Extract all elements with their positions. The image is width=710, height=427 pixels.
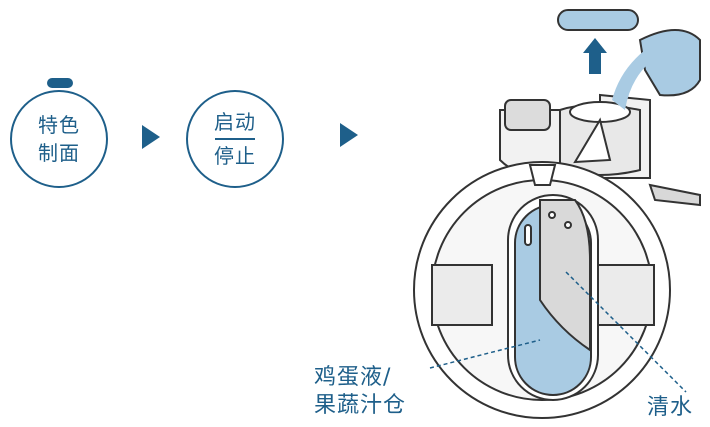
egg-label-line2: 果蔬汁仓 (314, 393, 407, 418)
step-arrow-icon (340, 123, 358, 147)
compartments (507, 194, 599, 401)
step-arrow-icon (142, 125, 160, 149)
start-stop-button[interactable]: 启动 停止 (186, 90, 284, 188)
special-button-line2: 制面 (38, 141, 80, 165)
egg-leader-line (429, 339, 541, 369)
start-button-line1: 启动 (214, 110, 256, 135)
cup-icon (612, 29, 701, 110)
egg-label-line1: 鸡蛋液/ (314, 365, 392, 390)
special-button-line1: 特色 (38, 113, 80, 137)
water-tank-label: 清水 (647, 395, 694, 420)
lid-icon (557, 9, 639, 31)
button-divider (215, 138, 255, 140)
lift-arrow-icon (583, 38, 607, 74)
water-leader-line (565, 271, 687, 393)
special-noodle-button[interactable]: 特色 制面 (10, 90, 108, 188)
start-button-line2: 停止 (214, 143, 256, 168)
indicator-light (47, 78, 73, 88)
egg-juice-tank-label: 鸡蛋液/ 果蔬汁仓 (314, 364, 406, 420)
